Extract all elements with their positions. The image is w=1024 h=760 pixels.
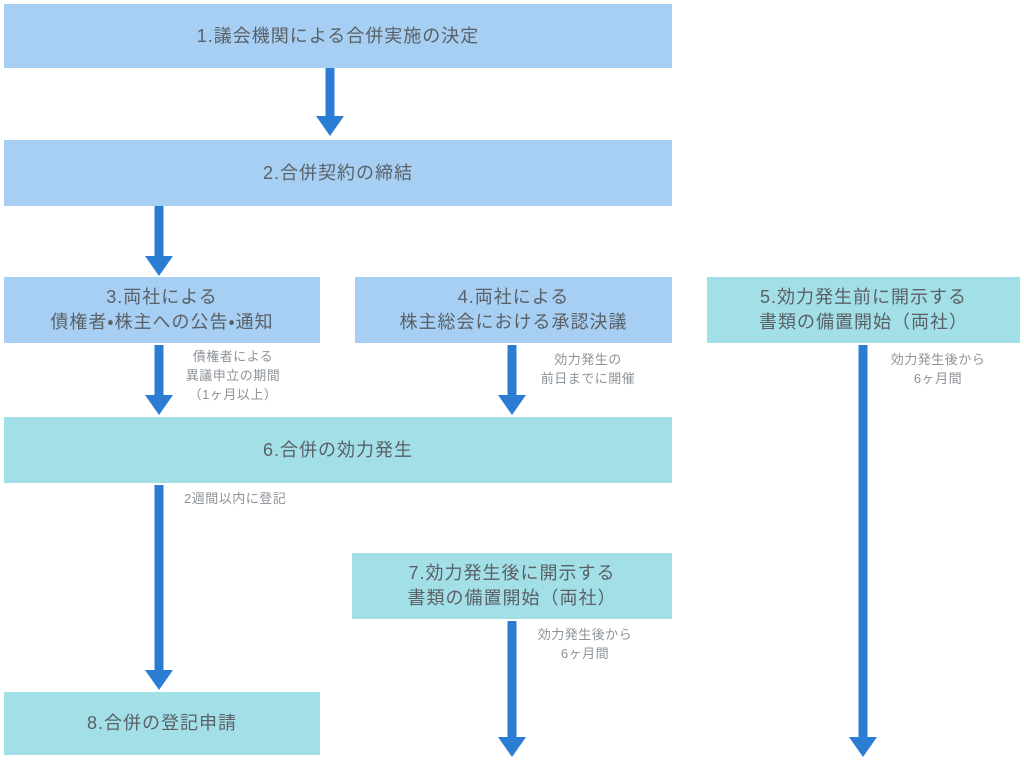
arrow-step6-to-step8 <box>144 485 174 690</box>
step7-label-line2: 書類の備置開始（両社） <box>407 588 617 608</box>
step4-label-line1: 4.両社による <box>457 287 570 307</box>
step2-label: 2.合併契約の締結 <box>262 162 413 183</box>
arrow-shaft <box>507 621 517 739</box>
step8-label: 8.合併の登記申請 <box>86 713 237 733</box>
note-six-months-mid: 効力発生後から 6ヶ月間 <box>537 627 633 661</box>
step2-box: 2.合併契約の締結 <box>4 140 672 206</box>
arrow-head <box>145 256 173 276</box>
step1-label: 1.議会機関による合併実施の決定 <box>196 25 480 46</box>
arrow-head <box>316 116 344 136</box>
note-held-by-day-before-effect: 効力発生の 前日までに開催 <box>540 352 636 386</box>
step6-box: 6.合併の効力発生 <box>4 417 672 483</box>
step3-label-line2: 債権者・株主への公告・通知 <box>50 312 274 332</box>
step3-label-line1: 3.両社による <box>106 287 218 307</box>
arrow-head <box>498 395 526 415</box>
note-creditor-objection-period: 債権者による 異議申立の期間 （1ヶ月以上） <box>185 349 281 402</box>
arrow-shaft <box>858 345 868 739</box>
arrow-head <box>498 737 526 757</box>
step5-label-line1: 5.効力発生前に開示する <box>759 287 967 307</box>
step4-box: 4.両社による 株主総会における承認決議 <box>355 277 672 343</box>
arrow-shaft <box>154 345 164 397</box>
arrow-step4-to-step6 <box>497 345 527 415</box>
step1-box: 1.議会機関による合併実施の決定 <box>4 4 672 68</box>
arrow-step7-down <box>497 621 527 757</box>
arrow-step1-to-step2 <box>315 68 345 136</box>
step5-label-line2: 書類の備置開始（両社） <box>759 312 968 332</box>
arrow-step3-to-step6 <box>144 345 174 415</box>
arrow-head <box>145 670 173 690</box>
arrow-head <box>849 737 877 757</box>
arrow-shaft <box>154 485 164 672</box>
note-six-months-right: 効力発生後から 6ヶ月間 <box>890 352 986 386</box>
arrow-step2-to-step3 <box>144 206 174 276</box>
step7-label-line1: 7.効力発生後に開示する <box>408 563 616 583</box>
step4-label-line2: 株主総会における承認決議 <box>399 312 628 332</box>
step3-box: 3.両社による 債権者・株主への公告・通知 <box>4 277 320 343</box>
step7-box: 7.効力発生後に開示する 書類の備置開始（両社） <box>352 553 672 619</box>
arrow-step5-down <box>848 345 878 757</box>
arrow-shaft <box>154 206 164 258</box>
step5-box: 5.効力発生前に開示する 書類の備置開始（両社） <box>707 277 1020 343</box>
step8-box: 8.合併の登記申請 <box>4 692 320 755</box>
note-register-within-two-weeks: 2週間以内に登記 <box>184 491 287 506</box>
arrow-shaft <box>325 68 335 118</box>
arrow-shaft <box>507 345 517 397</box>
arrow-head <box>145 395 173 415</box>
step6-label: 6.合併の効力発生 <box>262 439 413 460</box>
